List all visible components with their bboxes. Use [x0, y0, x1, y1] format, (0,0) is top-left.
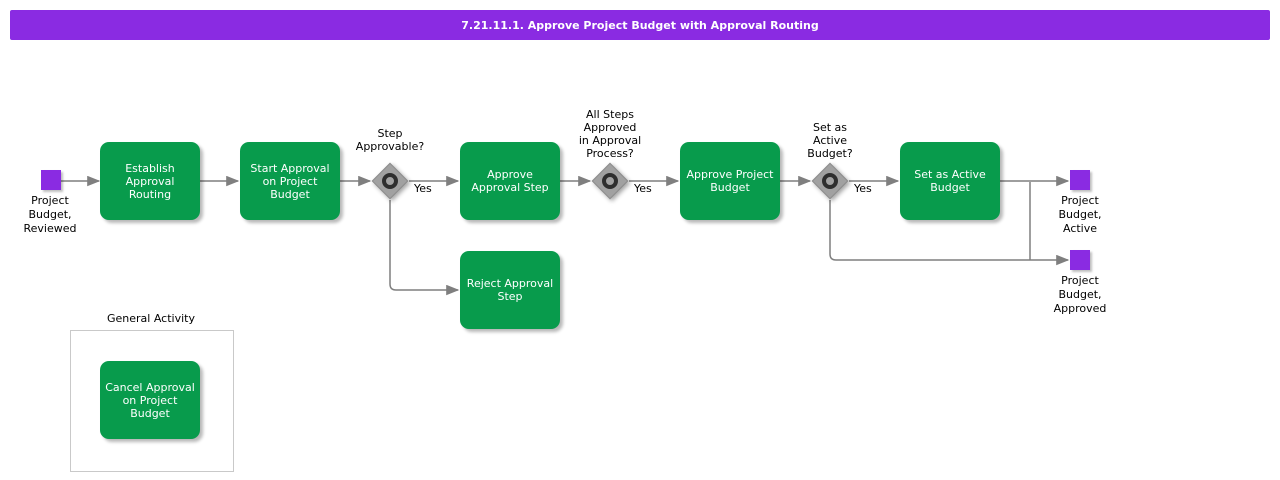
gateway1-question-label: Step Approvable?	[355, 127, 425, 153]
task-establish-approval-routing: Establish Approval Routing	[100, 142, 200, 220]
end-event-active-square	[1070, 170, 1090, 190]
start-event-label: Project Budget, Reviewed	[23, 194, 77, 235]
gateway3-set-as-active-budget	[811, 162, 849, 200]
gateway3-question-label: Set as Active Budget?	[807, 121, 853, 160]
task-set-as-active-budget: Set as Active Budget	[900, 142, 1000, 220]
task-cancel-approval-on-project-budget: Cancel Approval on Project Budget	[100, 361, 200, 439]
task-approve-project-budget: Approve Project Budget	[680, 142, 780, 220]
start-event-square	[41, 170, 61, 190]
end-event-approved-label: Project Budget, Approved	[1053, 274, 1107, 315]
task-approve-approval-step: Approve Approval Step	[460, 142, 560, 220]
end-event-active-label: Project Budget, Active	[1058, 194, 1102, 235]
task-start-approval-on-project-budget: Start Approval on Project Budget	[240, 142, 340, 220]
flow-gateway1-no-to-reject	[389, 200, 460, 296]
diagram-title: 7.21.11.1. Approve Project Budget with A…	[461, 18, 819, 32]
flow-gateway3-no-to-end-approved	[829, 200, 1070, 266]
end-event-approved-square	[1070, 250, 1090, 270]
gateway-circle-icon	[602, 173, 618, 189]
diagram-title-bar: 7.21.11.1. Approve Project Budget with A…	[10, 10, 1270, 40]
gateway1-step-approvable	[371, 162, 409, 200]
gateway2-question-label: All Steps Approved in Approval Process?	[578, 108, 642, 160]
gateway1-yes-label: Yes	[414, 182, 432, 195]
gateway2-all-steps-approved	[591, 162, 629, 200]
gateway-circle-icon	[382, 173, 398, 189]
gateway3-yes-label: Yes	[854, 182, 872, 195]
gateway-circle-icon	[822, 173, 838, 189]
gateway2-yes-label: Yes	[634, 182, 652, 195]
task-reject-approval-step: Reject Approval Step	[460, 251, 560, 329]
general-activity-group-label: General Activity	[107, 312, 195, 325]
